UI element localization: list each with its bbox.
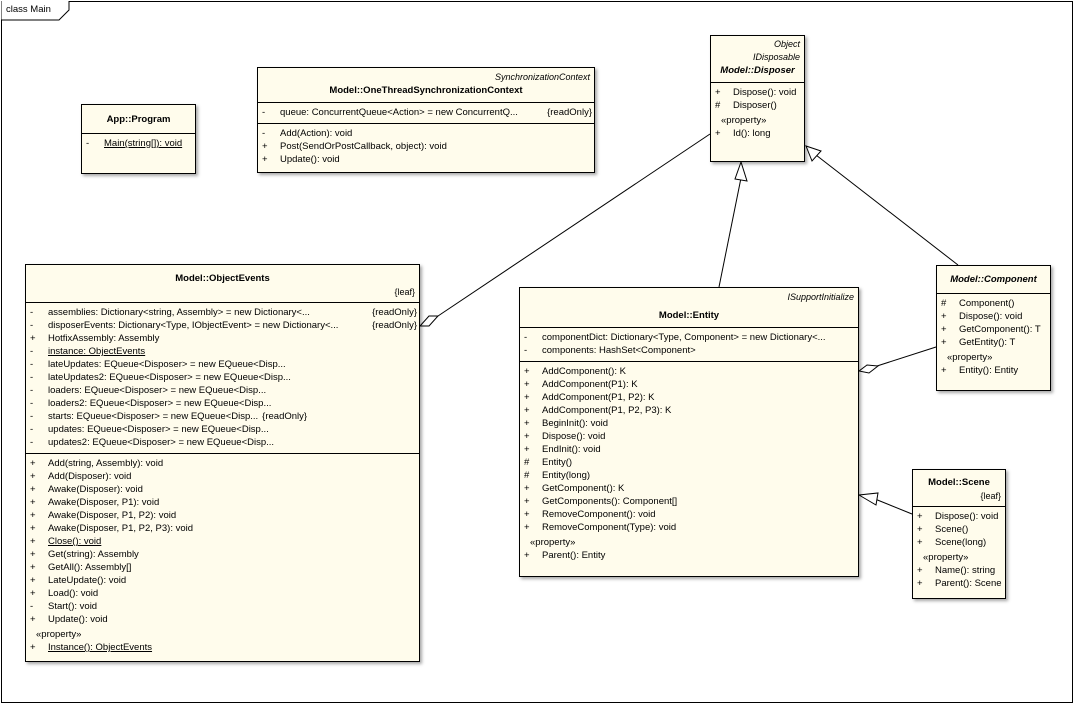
operation-row: +EndInit(): void <box>524 444 601 455</box>
operation-row: +AddComponent(P1, P2, P3): K <box>524 405 672 416</box>
operation-row: #Entity() <box>524 457 573 468</box>
operation-row: +LateUpdate(): void <box>30 575 127 586</box>
class-name: Model::Entity <box>658 310 720 321</box>
operation-row: +GetComponent(): K <box>524 483 625 494</box>
class-name: Model::OneThreadSynchronizationContext <box>329 85 523 96</box>
class-name: App::Program <box>106 114 171 125</box>
generalization-arrow-entity <box>734 160 748 182</box>
class-name: Model::Scene <box>928 477 990 488</box>
diagram-frame-tab <box>1 1 70 21</box>
property-row: +Parent(): Entity <box>524 550 606 561</box>
aggregation-diamond-objectevents <box>418 315 440 327</box>
operation-row: #Component() <box>941 298 1015 309</box>
attribute-row: -disposerEvents: Dictionary<Type, IObjec… <box>30 319 417 332</box>
leaf-constraint: {leaf} <box>980 491 1001 501</box>
attribute-row: -instance: ObjectEvents <box>30 346 146 357</box>
operation-row: +AddComponent(): K <box>524 366 626 377</box>
generalization-entity-disposer <box>718 177 742 288</box>
diagram-title: class Main <box>6 4 51 15</box>
operation-row: +Add(Disposer): void <box>30 471 132 482</box>
property-stereotype: «property» <box>947 352 993 363</box>
attribute-row: -queue: ConcurrentQueue<Action> = new Co… <box>262 106 592 119</box>
operation-row: +GetAll(): Assembly[] <box>30 562 132 573</box>
generalization-component-disposer <box>815 154 959 266</box>
property-stereotype: «property» <box>36 629 82 640</box>
operation-row: +Awake(Disposer): void <box>30 484 143 495</box>
attribute-row: -componentDict: Dictionary<Type, Compone… <box>524 332 826 343</box>
operation-row: +Close(): void <box>30 536 102 547</box>
attribute-row: -updates2: EQueue<Disposer> = new EQueue… <box>30 437 275 448</box>
operation-row: +GetComponent(): T <box>941 324 1041 335</box>
class-disposer[interactable]: Object IDisposable Model::Disposer +Disp… <box>710 35 805 162</box>
operation-row: +Awake(Disposer, P1, P2): void <box>30 510 177 521</box>
class-component[interactable]: Model::Component #Component() +Dispose()… <box>936 265 1051 391</box>
class-name: Model::ObjectEvents <box>175 273 270 284</box>
attribute-row: -lateUpdates: EQueue<Disposer> = new EQu… <box>30 359 286 370</box>
operation-row: +Dispose(): void <box>941 311 1023 322</box>
property-row: +Id(): long <box>715 128 771 139</box>
stereotype-label: ISupportInitialize <box>787 292 854 302</box>
operation-row: +RemoveComponent(Type): void <box>524 522 677 533</box>
property-stereotype: «property» <box>923 552 969 563</box>
attribute-row: -components: HashSet<Component> <box>524 345 696 356</box>
operation-row: -Main(string[]): void <box>86 138 183 149</box>
operation-row: +Get(string): Assembly <box>30 549 139 560</box>
attribute-row: +HotfixAssembly: Assembly <box>30 333 160 344</box>
class-onethreadsynchronizationcontext[interactable]: SynchronizationContext Model::OneThreadS… <box>257 67 595 173</box>
class-name: Model::Disposer <box>720 65 795 76</box>
operation-row: #Disposer() <box>715 100 777 111</box>
aggregation-diamond-entity <box>857 364 880 374</box>
operation-row: +AddComponent(P1): K <box>524 379 638 390</box>
aggregation-component-entity <box>876 346 937 367</box>
operation-row: +AddComponent(P1, P2): K <box>524 392 655 403</box>
operation-row: -Start(): void <box>30 601 98 612</box>
stereotype-label: IDisposable <box>752 52 800 62</box>
operation-row: +Dispose(): void <box>524 431 606 442</box>
class-name: Model::Component <box>950 274 1037 285</box>
class-scene[interactable]: Model::Scene {leaf} +Dispose(): void +Sc… <box>912 469 1006 599</box>
generalization-arrow-component <box>805 145 822 162</box>
property-row: +Parent(): Scene <box>917 578 1002 589</box>
operation-row: +Scene(long) <box>917 537 987 548</box>
operation-row: +Post(SendOrPostCallback, object): void <box>262 141 447 152</box>
stereotype-label: Object <box>773 39 800 49</box>
operation-row: +Update(): void <box>262 154 340 165</box>
attribute-row: -loaders: EQueue<Disposer> = new EQueue<… <box>30 385 267 396</box>
attribute-row: -loaders2: EQueue<Disposer> = new EQueue… <box>30 398 272 409</box>
class-entity[interactable]: ISupportInitialize Model::Entity -compon… <box>519 287 859 577</box>
operation-row: +Dispose(): void <box>917 511 999 522</box>
aggregation-objectevents-disposer <box>437 133 711 317</box>
leaf-constraint: {leaf} <box>394 287 415 297</box>
operation-row: +Awake(Disposer, P1): void <box>30 497 160 508</box>
operation-row: +Awake(Disposer, P1, P2, P3): void <box>30 523 194 534</box>
operation-row: #Entity(long) <box>524 470 591 481</box>
class-program[interactable]: App::Program -Main(string[]): void <box>81 104 196 174</box>
stereotype-label: SynchronizationContext <box>494 72 590 82</box>
operation-row: +Load(): void <box>30 588 99 599</box>
attribute-row: -assemblies: Dictionary<string, Assembly… <box>30 306 417 319</box>
property-row: +Name(): string <box>917 565 996 576</box>
property-row: +Instance(): ObjectEvents <box>30 642 153 653</box>
property-stereotype: «property» <box>530 537 576 548</box>
generalization-scene-entity <box>874 498 913 515</box>
operation-row: +GetComponents(): Component[] <box>524 496 678 507</box>
property-stereotype: «property» <box>721 115 767 126</box>
operation-row: +RemoveComponent(): void <box>524 509 656 520</box>
attribute-row: -starts: EQueue<Disposer> = new EQueue<D… <box>30 411 308 422</box>
operation-row: +Scene() <box>917 524 969 535</box>
class-objectevents[interactable]: Model::ObjectEvents {leaf} -assemblies: … <box>25 264 420 662</box>
operation-row: +Add(string, Assembly): void <box>30 458 164 469</box>
operation-row: +GetEntity(): T <box>941 337 1016 348</box>
property-row: +Entity(): Entity <box>941 365 1019 376</box>
operation-row: -Add(Action): void <box>262 128 353 139</box>
attribute-row: -lateUpdates2: EQueue<Disposer> = new EQ… <box>30 372 291 383</box>
attribute-row: -updates: EQueue<Disposer> = new EQueue<… <box>30 424 269 435</box>
operation-row: +Dispose(): void <box>715 87 797 98</box>
generalization-arrow-scene <box>857 492 879 506</box>
operation-row: +Update(): void <box>30 614 108 625</box>
operation-row: +BeginInit(): void <box>524 418 609 429</box>
